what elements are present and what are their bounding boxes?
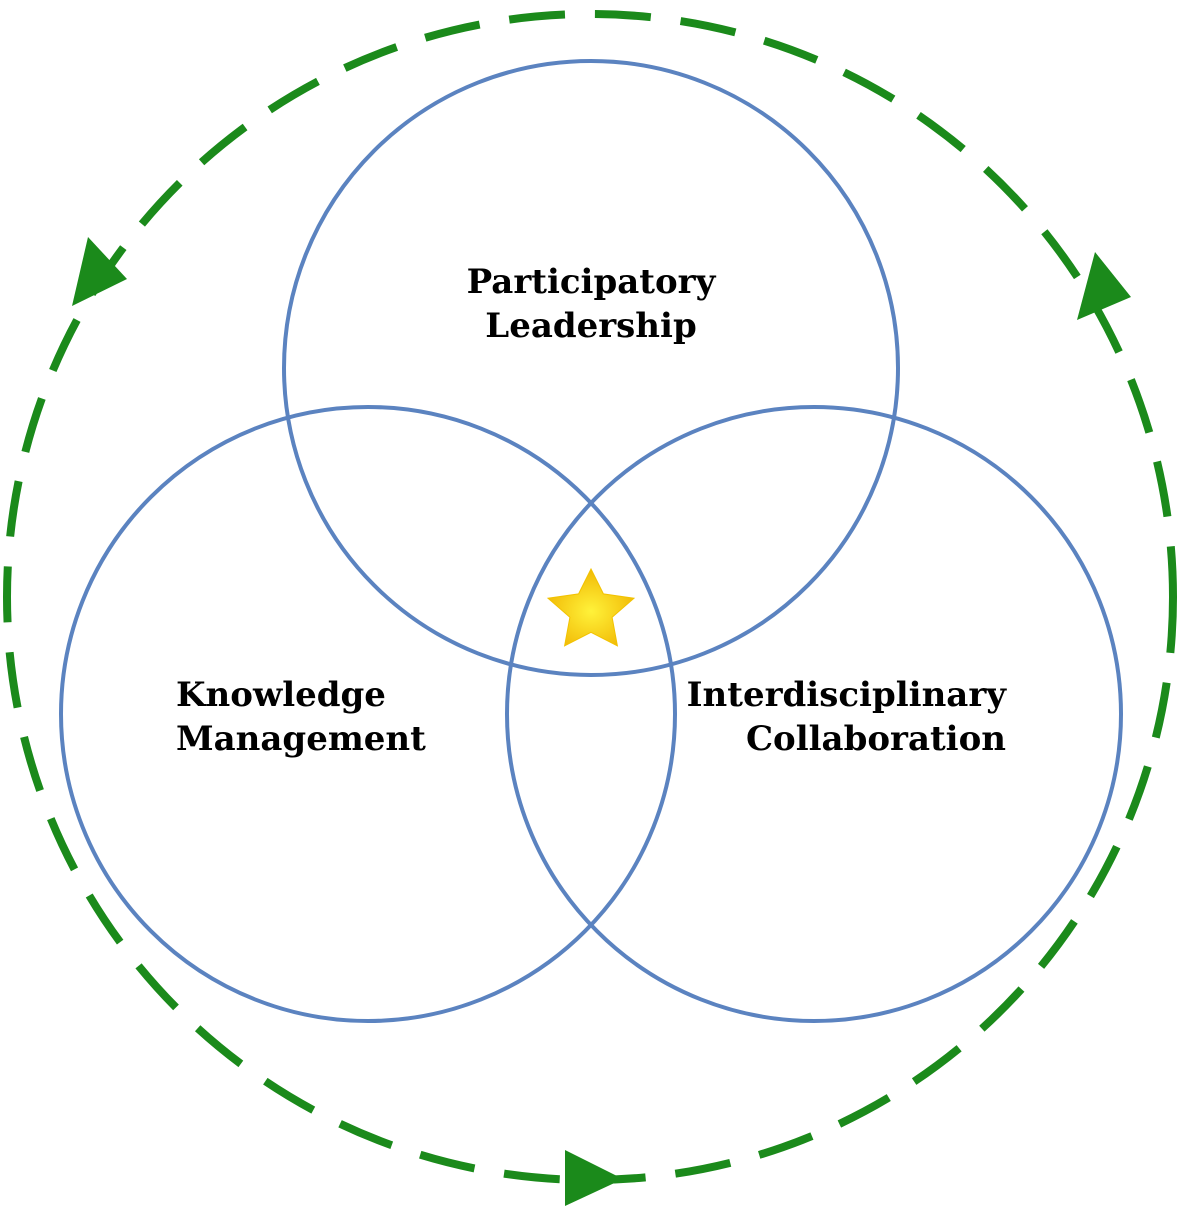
label-management: Management [176,719,426,759]
circle-interdisciplinary-collaboration [505,405,1123,1023]
label-knowledge: Knowledge [176,675,386,715]
label-collaboration: Collaboration [746,719,1006,759]
cycle-arrow-right-icon [1077,252,1131,320]
circle-participatory-leadership [282,59,900,677]
label-participatory: Participatory [467,262,717,302]
star-icon [546,567,636,647]
cycle-arrow-bottom-icon [565,1150,623,1206]
label-interdisciplinary: Interdisciplinary [687,675,1008,715]
circle-knowledge-management [59,405,677,1023]
label-leadership: Leadership [485,306,696,346]
cycle-arrow-left-icon [72,237,127,306]
